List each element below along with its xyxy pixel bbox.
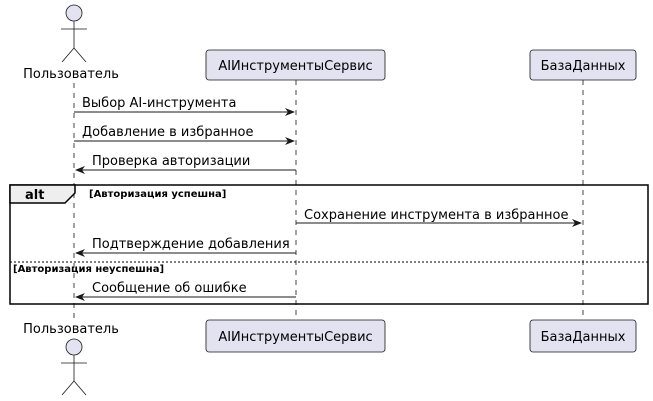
actor-icon xyxy=(61,4,87,63)
actor-user-top: Пользователь xyxy=(23,4,119,82)
message-2: Добавление в избранное xyxy=(74,125,295,145)
participant-service-top: AIИнструментыСервис xyxy=(205,49,386,81)
message-4: Сохранение инструмента в избранное xyxy=(296,208,582,227)
message-label: Подтверждение добавления xyxy=(92,237,290,252)
message-label: Выбор AI-инструмента xyxy=(82,96,236,111)
participant-label: AIИнструментыСервис xyxy=(218,330,372,345)
fragment-guard-1: [Авторизация успешна] xyxy=(89,189,226,200)
message-5: Подтверждение добавления xyxy=(75,237,296,257)
actor-user-bottom: Пользователь xyxy=(23,322,119,396)
participant-db-top: БазаДанных xyxy=(529,49,637,81)
message-label: Проверка авторизации xyxy=(92,154,250,169)
fragment-operator: alt xyxy=(25,188,44,203)
participant-label: БазаДанных xyxy=(541,59,626,74)
actor-icon xyxy=(61,338,87,396)
message-label: Сообщение об ошибке xyxy=(92,281,247,296)
participant-label: AIИнструментыСервис xyxy=(218,59,372,74)
participant-label: Пользователь xyxy=(23,322,119,337)
participant-label: Пользователь xyxy=(23,67,119,82)
message-label: Добавление в избранное xyxy=(82,125,253,140)
message-6: Сообщение об ошибке xyxy=(75,281,296,301)
participant-db-bottom: БазаДанных xyxy=(529,319,637,353)
message-label: Сохранение инструмента в избранное xyxy=(304,208,568,223)
participant-service-bottom: AIИнструментыСервис xyxy=(205,319,386,353)
fragment-operator-tab xyxy=(9,184,76,204)
message-1: Выбор AI-инструмента xyxy=(74,96,295,116)
message-3: Проверка авторизации xyxy=(75,154,296,174)
fragment-guard-2: [Авторизация неуспешна] xyxy=(13,264,164,275)
alt-fragment: alt [Авторизация успешна] [Авторизация н… xyxy=(9,184,649,305)
participant-label: БазаДанных xyxy=(541,330,626,345)
fragment-frame xyxy=(9,184,649,305)
